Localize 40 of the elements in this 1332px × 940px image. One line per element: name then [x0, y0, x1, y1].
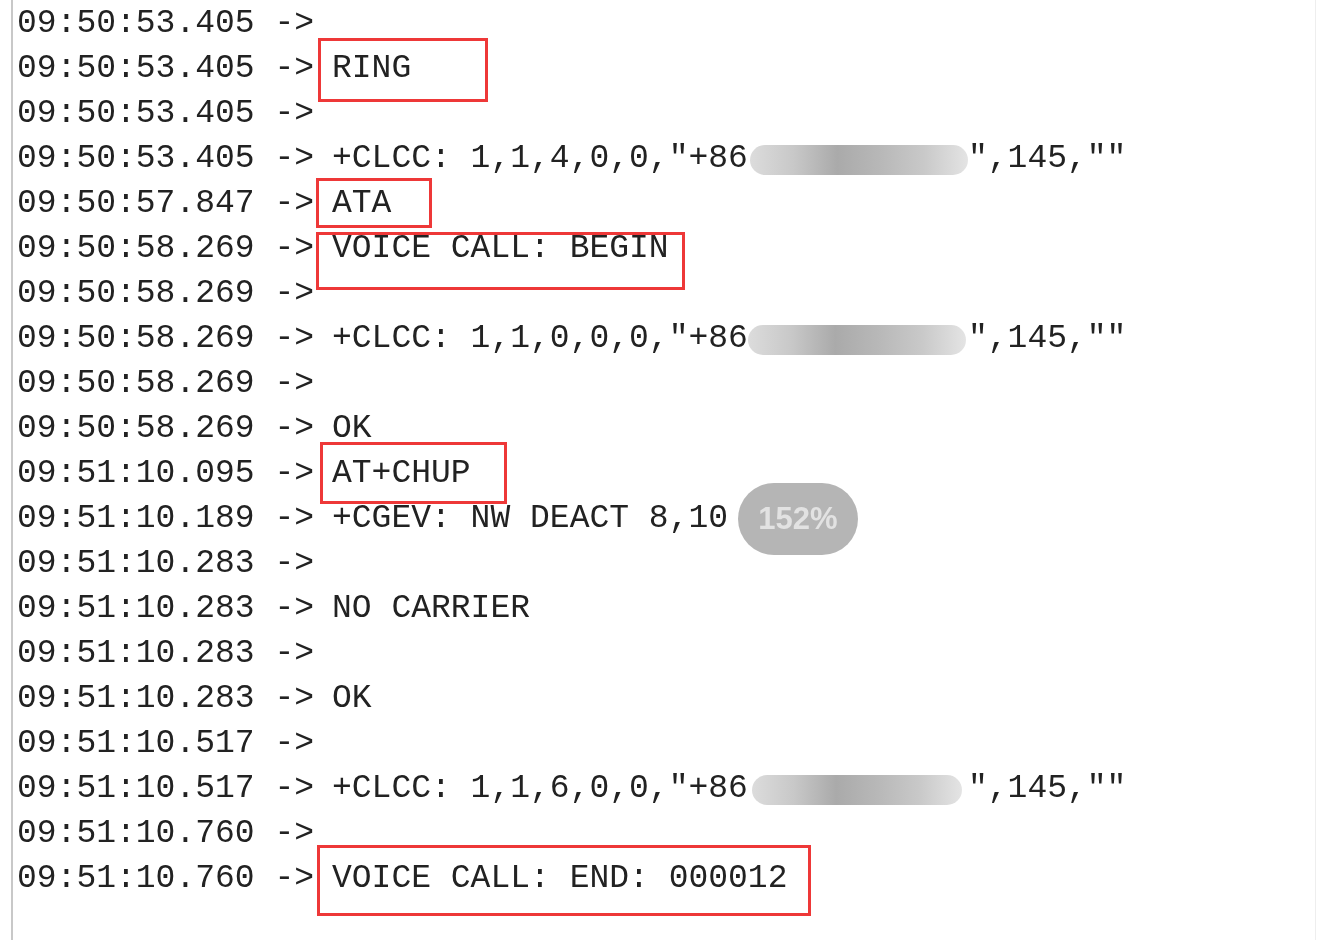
log-timestamp: 09:50:58.269 -> [17, 229, 315, 269]
log-message: OK [332, 679, 372, 719]
log-message: +CGEV: NW DEACT 8,10 [332, 499, 729, 539]
log-message: +CLCC: 1,1,6,0,0,"+86 [332, 769, 748, 809]
log-message: ",145,"" [968, 319, 1127, 359]
highlight-box [317, 844, 811, 916]
highlight-box [316, 177, 432, 228]
log-timestamp: 09:50:58.269 -> [17, 409, 315, 449]
log-timestamp: 09:50:53.405 -> [17, 49, 315, 89]
log-message: ATA [332, 184, 392, 224]
log-timestamp: 09:51:10.517 -> [17, 724, 315, 764]
log-message: ",145,"" [968, 139, 1127, 179]
log-timestamp: 09:51:10.283 -> [17, 634, 315, 674]
log-timestamp: 09:50:58.269 -> [17, 364, 315, 404]
log-timestamp: 09:51:10.517 -> [17, 769, 315, 809]
log-message: RING [332, 49, 412, 89]
log-timestamp: 09:50:53.405 -> [17, 139, 315, 179]
log-message: ",145,"" [968, 769, 1127, 809]
log-message: VOICE CALL: BEGIN [332, 229, 669, 269]
log-message: AT+CHUP [332, 454, 471, 494]
log-timestamp: 09:50:57.847 -> [17, 184, 315, 224]
log-timestamp: 09:51:10.760 -> [17, 859, 315, 899]
log-timestamp: 09:50:53.405 -> [17, 4, 315, 44]
log-timestamp: 09:50:58.269 -> [17, 274, 315, 314]
log-timestamp: 09:50:53.405 -> [17, 94, 315, 134]
log-message: OK [332, 409, 372, 449]
log-timestamp: 09:50:58.269 -> [17, 319, 315, 359]
log-timestamp: 09:51:10.283 -> [17, 679, 315, 719]
log-timestamp: 09:51:10.283 -> [17, 589, 315, 629]
log-timestamp: 09:51:10.095 -> [17, 454, 315, 494]
highlight-box [316, 232, 685, 290]
log-message: VOICE CALL: END: 000012 [332, 859, 788, 899]
log-timestamp: 09:51:10.760 -> [17, 814, 315, 854]
highlight-box [320, 442, 507, 504]
log-timestamp: 09:51:10.189 -> [17, 499, 315, 539]
log-message: +CLCC: 1,1,0,0,0,"+86 [332, 319, 748, 359]
highlight-box [318, 38, 488, 103]
log-message: NO CARRIER [332, 589, 531, 629]
log-message: +CLCC: 1,1,4,0,0,"+86 [332, 139, 748, 179]
log-timestamp: 09:51:10.283 -> [17, 544, 315, 584]
